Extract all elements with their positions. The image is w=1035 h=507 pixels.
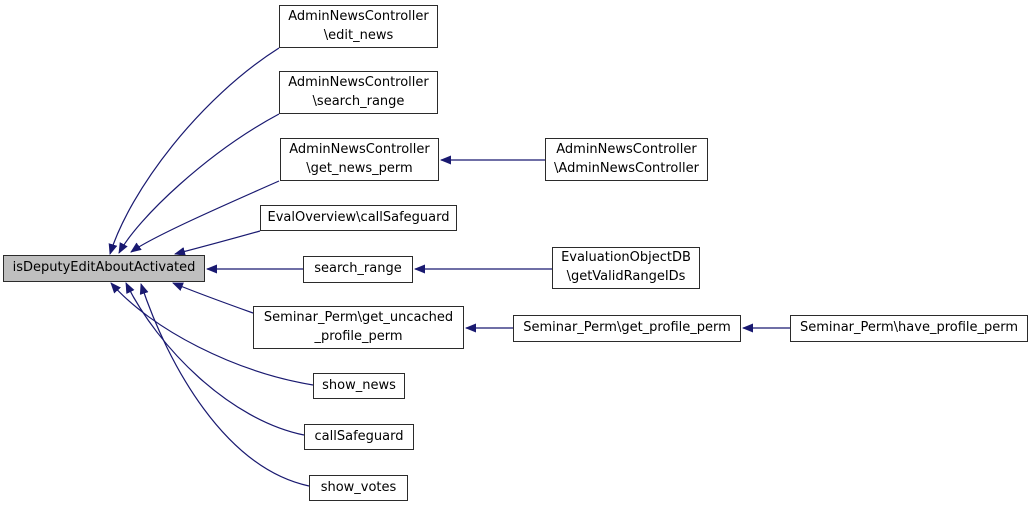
node-callsafeguard[interactable]: callSafeguard: [304, 424, 414, 450]
node-adminnewscontroller-edit-news[interactable]: AdminNewsController \edit_news: [279, 5, 438, 48]
node-seminar-perm-have-profile-perm[interactable]: Seminar_Perm\have_profile_perm: [790, 315, 1028, 342]
node-show-news[interactable]: show_news: [313, 373, 405, 399]
node-evaloverview-callsafeguard[interactable]: EvalOverview\callSafeguard: [260, 205, 457, 231]
node-seminar-perm-get-uncached-profile-perm[interactable]: Seminar_Perm\get_uncached _profile_perm: [253, 306, 464, 349]
node-adminnewscontroller-search-range[interactable]: AdminNewsController \search_range: [279, 71, 438, 114]
node-adminnewscontroller-constructor[interactable]: AdminNewsController \AdminNewsController: [545, 138, 708, 181]
edge-eval-overview-to-main: [174, 230, 261, 256]
edge-admin-search-range-to-main: [118, 113, 280, 254]
edge-get-uncached-to-main: [172, 282, 254, 314]
edge-get-news-perm-to-main: [130, 180, 280, 253]
edge-edit-news-to-main: [108, 47, 280, 255]
node-isdeputyeditaboutactivated: isDeputyEditAboutActivated: [3, 255, 205, 282]
node-evaluationobjectdb-getvalidrangeids[interactable]: EvaluationObjectDB \getValidRangeIDs: [552, 247, 700, 289]
node-search-range[interactable]: search_range: [303, 256, 413, 283]
edge-show-news-to-main: [110, 282, 314, 386]
node-adminnewscontroller-get-news-perm[interactable]: AdminNewsController \get_news_perm: [280, 138, 439, 181]
node-seminar-perm-get-profile-perm[interactable]: Seminar_Perm\get_profile_perm: [513, 315, 741, 342]
node-show-votes[interactable]: show_votes: [309, 475, 408, 501]
edge-show-votes-to-main: [139, 283, 310, 487]
edge-call-safeguard-to-main: [125, 282, 305, 436]
